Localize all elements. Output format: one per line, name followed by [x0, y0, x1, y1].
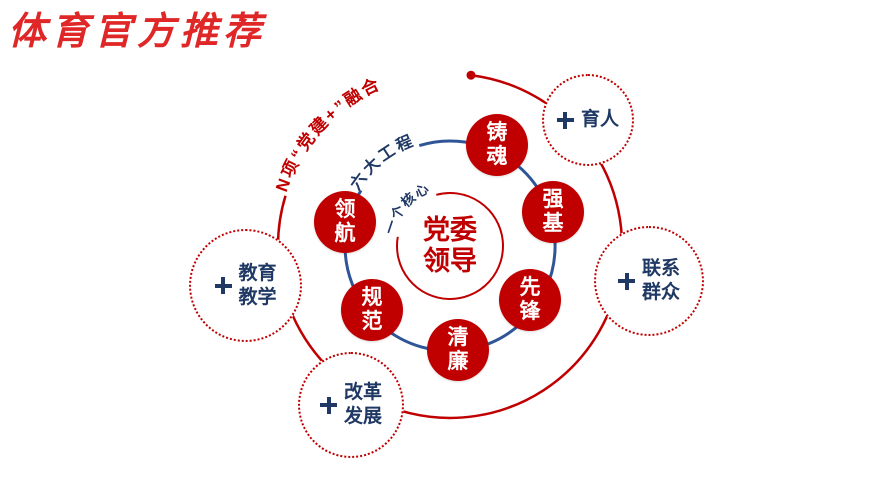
ring-node: 领航 — [314, 191, 376, 253]
plus-icon — [556, 111, 574, 129]
core-label: 党委领导 — [396, 210, 504, 282]
ring-node: 先锋 — [499, 269, 561, 331]
ring-node-label: 规范 — [361, 286, 383, 333]
core-ring-arc — [396, 192, 504, 300]
plus-icon — [320, 396, 337, 414]
satellite-circle: 联系群众 — [594, 226, 704, 336]
ring-node-label: 领航 — [334, 198, 356, 245]
satellite-circle: 育人 — [542, 74, 634, 166]
ring-node: 规范 — [341, 279, 403, 341]
ring-node-label: 铸魂 — [486, 121, 508, 168]
ring-node-label: 先锋 — [519, 276, 541, 323]
ring-node: 铸魂 — [466, 114, 528, 176]
page-title: 体育官方推荐 — [8, 11, 267, 53]
satellite-circle: 教育教学 — [189, 229, 302, 342]
plus-icon — [214, 277, 232, 294]
satellite-circle: 改革发展 — [298, 352, 404, 458]
satellite-label: 改革发展 — [344, 382, 383, 427]
core-label-text: 党委领导 — [423, 214, 477, 276]
inner-ring-label: 六大工程 — [346, 131, 418, 193]
ring-node: 强基 — [522, 181, 584, 243]
outer-arc-dot — [466, 70, 476, 80]
satellite-label: 育人 — [580, 109, 619, 131]
plus-icon — [618, 272, 635, 290]
inner-ring-label-text: 六大工程 — [346, 131, 415, 193]
ring-node-label: 清廉 — [447, 326, 469, 373]
ring-node-label: 强基 — [542, 188, 564, 235]
satellite-label: 教育教学 — [238, 262, 277, 308]
ring-node: 清廉 — [427, 319, 489, 381]
satellite-label: 联系群众 — [642, 258, 681, 303]
